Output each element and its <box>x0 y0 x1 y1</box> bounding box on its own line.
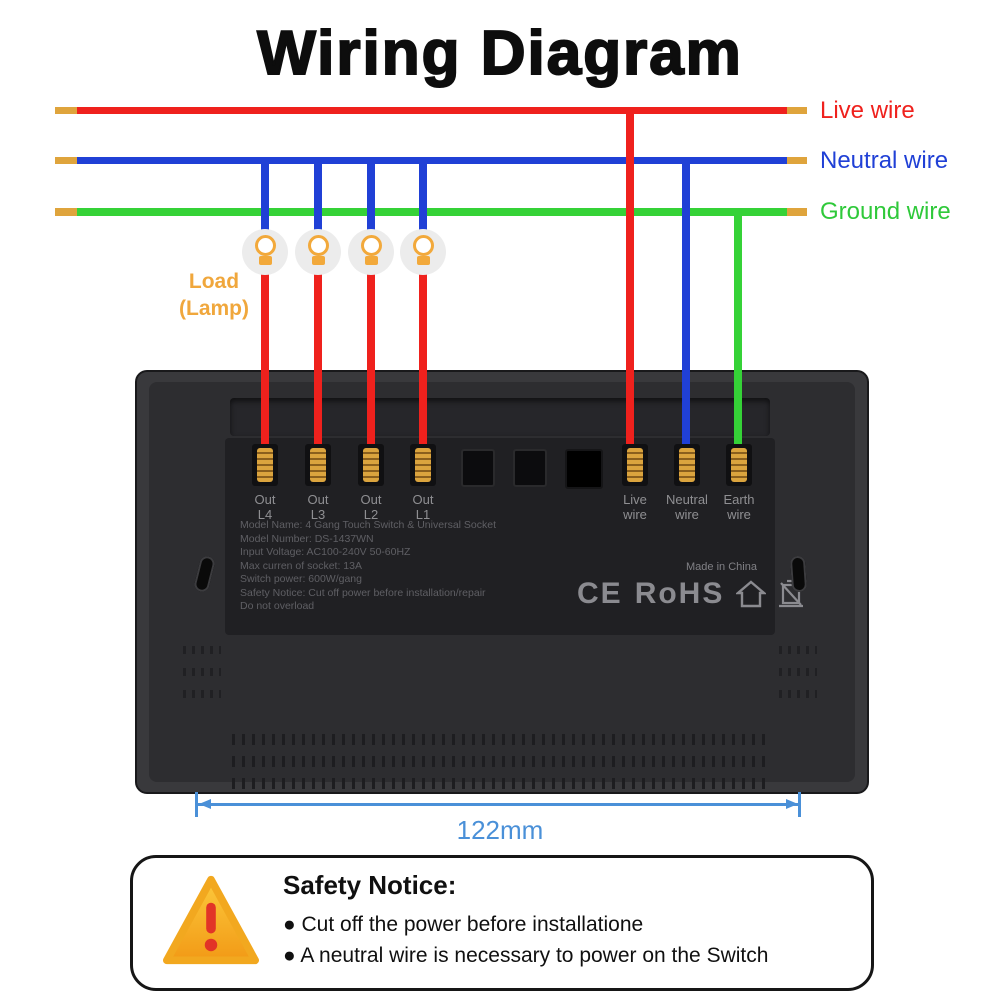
dimension-arrow-left <box>199 799 211 809</box>
terminal-label: Out L1 <box>412 492 434 522</box>
terminal-out-l2 <box>358 444 384 486</box>
vent-fins <box>232 778 768 789</box>
dimension-line <box>195 803 801 806</box>
connector-socket <box>565 449 603 489</box>
neutral-drop-wire <box>314 159 322 233</box>
safety-notice-item: ● A neutral wire is necessary to power o… <box>283 944 769 967</box>
safety-notice-box: Safety Notice: ● Cut off the power befor… <box>130 855 874 991</box>
spec-line: Model Name: 4 Gang Touch Switch & Univer… <box>240 519 497 531</box>
lamp-icon <box>295 229 341 275</box>
terminal-out-l3 <box>305 444 331 486</box>
lamp-icon <box>400 229 446 275</box>
live-feed-wire <box>626 109 634 461</box>
dimension-label: 122mm <box>456 815 544 845</box>
neutral-feed-wire <box>682 159 690 461</box>
side-vent <box>779 646 817 654</box>
spec-line: Max curren of socket: 13A <box>240 559 362 572</box>
connector-slot <box>461 449 495 487</box>
ce-mark: CE <box>577 577 623 610</box>
vent-fins <box>232 734 768 745</box>
safety-notice-text: Safety Notice: ● Cut off the power befor… <box>283 870 768 971</box>
spec-line: Model Number: DS-1437WN <box>240 532 374 545</box>
safety-notice-item: ● Cut off the power before installatione <box>283 913 644 936</box>
terminal-label: Neutral wire <box>666 492 708 522</box>
load-wire-l1 <box>419 272 427 462</box>
terminal-label: Live wire <box>623 492 647 522</box>
earth-feed-wire <box>734 210 742 461</box>
certification-marks: CE RoHS <box>577 577 804 611</box>
spec-line: Do not overload <box>240 600 315 612</box>
device-spec-text: Model Name: 4 Gang Touch Switch & Univer… <box>240 519 496 614</box>
terminal-label: Out L2 <box>360 492 382 522</box>
page-title: Wiring Diagram <box>256 18 743 89</box>
terminal-neutral <box>674 444 700 486</box>
neutral-wire-label: Neutral wire <box>820 147 949 174</box>
terminal-label: Out L3 <box>307 492 329 522</box>
neutral-drop-wire <box>367 159 375 233</box>
safety-notice-title: Safety Notice: <box>283 870 457 900</box>
terminal-earth <box>726 444 752 486</box>
load-label-line2: (Lamp) <box>179 297 249 320</box>
ground-wire-label: Ground wire <box>820 198 951 225</box>
terminal-out-l4 <box>252 444 278 486</box>
spec-line: Safety Notice: Cut off power before inst… <box>240 586 486 599</box>
terminal-live <box>622 444 648 486</box>
side-vent <box>779 668 817 676</box>
neutral-drop-wire <box>419 159 427 233</box>
spec-line: Switch power: 600W/gang <box>240 573 362 585</box>
made-in-label: Made in China <box>686 561 757 573</box>
neutral-wire-line <box>55 157 807 164</box>
dimension-arrow-right <box>786 799 798 809</box>
live-wire-line <box>55 107 807 114</box>
load-wire-l3 <box>314 272 322 462</box>
lamp-icon <box>348 229 394 275</box>
rohs-mark: RoHS <box>634 577 725 610</box>
side-vent <box>779 690 817 698</box>
spec-line: Input Voltage: AC100-240V 50-60HZ <box>240 546 411 558</box>
load-wire-l4 <box>261 272 269 462</box>
mounting-slot-right <box>789 555 808 593</box>
terminal-label: Out L4 <box>254 492 276 522</box>
ground-wire-line <box>55 208 807 216</box>
load-lamp-label: Load (Lamp) <box>158 268 270 322</box>
lamp-icon <box>242 229 288 275</box>
connector-slot <box>513 449 547 487</box>
side-vent <box>183 646 221 654</box>
terminal-out-l1 <box>410 444 436 486</box>
neutral-drop-wire <box>261 159 269 233</box>
house-icon <box>736 580 767 608</box>
load-label-line1: Load <box>188 270 240 293</box>
side-vent <box>183 690 221 698</box>
warning-triangle-icon <box>163 872 259 973</box>
side-vent <box>183 668 221 676</box>
load-wire-l2 <box>367 272 375 462</box>
live-wire-label: Live wire <box>820 97 915 124</box>
vent-fins <box>232 756 768 767</box>
terminal-label: Earth wire <box>723 492 755 522</box>
